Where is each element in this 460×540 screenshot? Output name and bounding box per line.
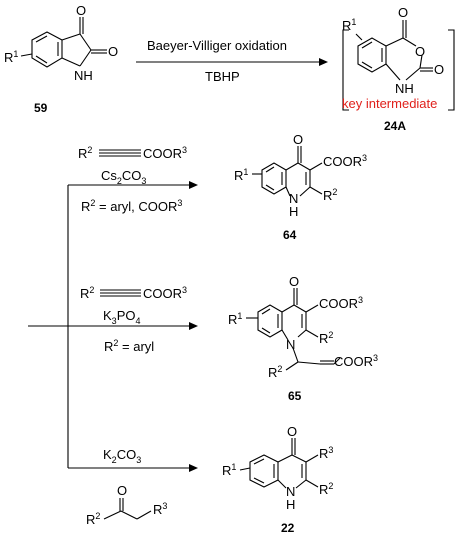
compound-59: O O NH R1 59 — [4, 3, 118, 115]
atom-o: O — [289, 274, 299, 289]
branch2-condition: R2 = aryl — [104, 338, 154, 354]
branch1-reagents: R2 COOR3 Cs2CO3 R2 = aryl, COOR3 — [78, 145, 187, 214]
reagent-baeyer-villiger: Baeyer-Villiger oxidation — [147, 38, 287, 53]
compound-65: O COOR3 R2 N COOR3 R2 R1 65 — [228, 274, 378, 403]
substituent-r1: R1 — [228, 311, 242, 327]
base-k3po4: K3PO4 — [103, 308, 141, 326]
branch3-reagents: K2CO3 O R2 R3 — [86, 447, 167, 527]
compound-label-22: 22 — [281, 521, 295, 535]
group-coor3-vinyl: COOR3 — [334, 353, 378, 369]
atom-h: H — [286, 497, 295, 512]
atom-n: N — [286, 484, 295, 499]
ketone-r2: R2 — [86, 511, 100, 527]
atom-n: N — [286, 337, 295, 352]
oxidation-arrow: Baeyer-Villiger oxidation TBHP — [136, 38, 328, 84]
compound-label-24a: 24A — [384, 119, 406, 133]
ketone-r3: R3 — [153, 501, 167, 517]
substituent-r3: R3 — [319, 445, 333, 461]
atom-o: O — [108, 44, 118, 59]
atom-o: O — [398, 5, 408, 20]
substituent-r1: R1 — [4, 49, 18, 65]
alkyne-r2: R2 — [80, 285, 94, 301]
compound-64: O COOR3 R2 N H R1 64 — [234, 132, 367, 242]
alkyne-coor3: COOR3 — [143, 285, 187, 301]
atom-o: O — [434, 62, 444, 77]
substituent-r1: R1 — [234, 167, 248, 183]
compound-label-64: 64 — [283, 228, 297, 242]
base-cs2co3: Cs2CO3 — [101, 168, 146, 186]
substituent-r2: R2 — [319, 481, 333, 497]
atom-o: O — [76, 3, 86, 18]
compound-label-59: 59 — [34, 101, 48, 115]
branch2-reagents: R2 COOR3 K3PO4 R2 = aryl — [80, 285, 187, 354]
group-coor3: COOR3 — [319, 295, 363, 311]
atom-o: O — [287, 424, 297, 439]
substituent-r1: R1 — [222, 462, 236, 478]
substituent-r2: R2 — [319, 330, 333, 346]
compound-24a: O O O NH R1 key intermediate 24A — [342, 5, 455, 133]
substituent-r1: R1 — [342, 17, 356, 33]
key-intermediate-note: key intermediate — [342, 96, 437, 111]
base-k2co3: K2CO3 — [103, 447, 141, 465]
branch-lines — [28, 181, 198, 472]
atom-o: O — [293, 132, 303, 147]
atom-nh: NH — [395, 81, 414, 96]
substituent-r2: R2 — [323, 187, 337, 203]
substituent-r2-vinyl: R2 — [268, 364, 282, 380]
branch1-condition: R2 = aryl, COOR3 — [81, 198, 182, 214]
alkyne-r2: R2 — [78, 145, 92, 161]
atom-h: H — [289, 204, 298, 219]
alkyne-coor3: COOR3 — [143, 145, 187, 161]
compound-22: O R3 R2 N H R1 22 — [222, 424, 333, 535]
group-coor3: COOR3 — [323, 153, 367, 169]
compound-label-65: 65 — [288, 389, 302, 403]
ketone-o: O — [117, 483, 127, 498]
atom-n: N — [289, 191, 298, 206]
reagent-tbhp: TBHP — [205, 69, 240, 84]
atom-o: O — [415, 44, 425, 59]
atom-nh: NH — [74, 68, 93, 83]
